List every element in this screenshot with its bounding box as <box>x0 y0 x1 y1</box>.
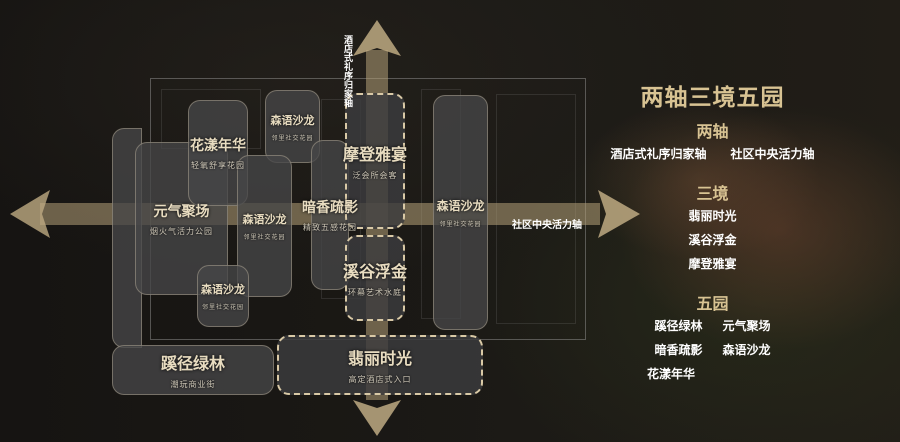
zone-subtitle: 高定酒店式入口 <box>348 375 412 384</box>
zone-title: 花漾年华 <box>190 138 246 154</box>
zone-subtitle: 邻里社交花园 <box>271 134 314 142</box>
axes-heading: 两轴 <box>696 122 729 141</box>
realm-item: 摩登雅宴 <box>688 257 737 271</box>
zone-xigu[interactable]: 溪谷浮金环幕艺术水庭 <box>343 235 408 321</box>
zone-feili[interactable]: 翡丽时光高定酒店式入口 <box>277 335 483 395</box>
realms-heading: 三境 <box>696 184 729 203</box>
zone-xijing[interactable]: 蹊径绿林潮玩商业街 <box>112 345 274 395</box>
zone-title: 森语沙龙 <box>436 199 485 213</box>
realm-item: 溪谷浮金 <box>688 233 737 247</box>
garden-item: 花漾年华 <box>647 367 696 381</box>
horizontal-axis-label: 社区中央活力轴 <box>512 220 582 231</box>
panel-title: 两轴三境五园 <box>640 84 785 111</box>
zone-title: 蹊径绿林 <box>160 354 225 373</box>
zone-senyu-bottom[interactable]: 森语沙龙邻里社交花园 <box>197 265 249 327</box>
zone-senyu-right[interactable]: 森语沙龙邻里社交花园 <box>433 95 488 330</box>
garden-item: 暗香疏影 <box>654 343 703 357</box>
zone-title: 暗香疏影 <box>302 200 358 216</box>
zone-title: 摩登雅宴 <box>343 145 408 164</box>
arrow-right-icon <box>598 190 640 238</box>
garden-item: 蹊径绿林 <box>654 319 703 333</box>
zone-title: 翡丽时光 <box>347 349 412 368</box>
zone-anxiang[interactable]: 暗香疏影精致五感花园 <box>302 140 358 290</box>
zone-subtitle: 精致五感花园 <box>303 223 357 232</box>
realm-item: 翡丽时光 <box>688 209 737 223</box>
zone-subtitle: 邻里社交花园 <box>201 304 244 311</box>
zone-subtitle: 邻里社交花园 <box>243 234 286 241</box>
zone-title: 森语沙龙 <box>270 113 315 127</box>
zone-title: 溪谷浮金 <box>343 262 408 281</box>
zone-title: 森语沙龙 <box>242 213 287 226</box>
zone-title: 森语沙龙 <box>201 283 245 296</box>
axis-item: 社区中央活力轴 <box>730 147 815 161</box>
zone-subtitle: 邻里社交花园 <box>439 221 482 228</box>
garden-item: 元气聚场 <box>722 319 771 333</box>
zone-subtitle: 潮玩商业街 <box>170 380 216 389</box>
zone-title: 元气聚场 <box>153 203 210 220</box>
gardens-heading: 五园 <box>696 294 729 313</box>
zone-subtitle: 烟火气活力公园 <box>150 226 213 236</box>
zone-subtitle: 泛会所会客 <box>352 171 398 180</box>
legend-panel: 两轴三境五园 两轴 酒店式礼序归家轴 社区中央活力轴 三境 翡丽时光 溪谷浮金 摩… <box>585 78 840 386</box>
vertical-axis-label: 酒店式礼序归家轴 <box>342 35 352 107</box>
arrow-down-icon <box>353 400 401 436</box>
garden-item: 森语沙龙 <box>722 343 771 357</box>
zone-modeng[interactable]: 摩登雅宴泛会所会客 <box>343 93 408 229</box>
axis-item: 酒店式礼序归家轴 <box>610 147 707 161</box>
arrow-up-icon <box>353 20 401 56</box>
zone-senyu-top[interactable]: 森语沙龙邻里社交花园 <box>265 90 320 163</box>
zone-subtitle: 轻氧舒享花园 <box>191 161 245 170</box>
arrow-left-icon <box>10 190 50 238</box>
zone-subtitle: 环幕艺术水庭 <box>348 288 402 297</box>
